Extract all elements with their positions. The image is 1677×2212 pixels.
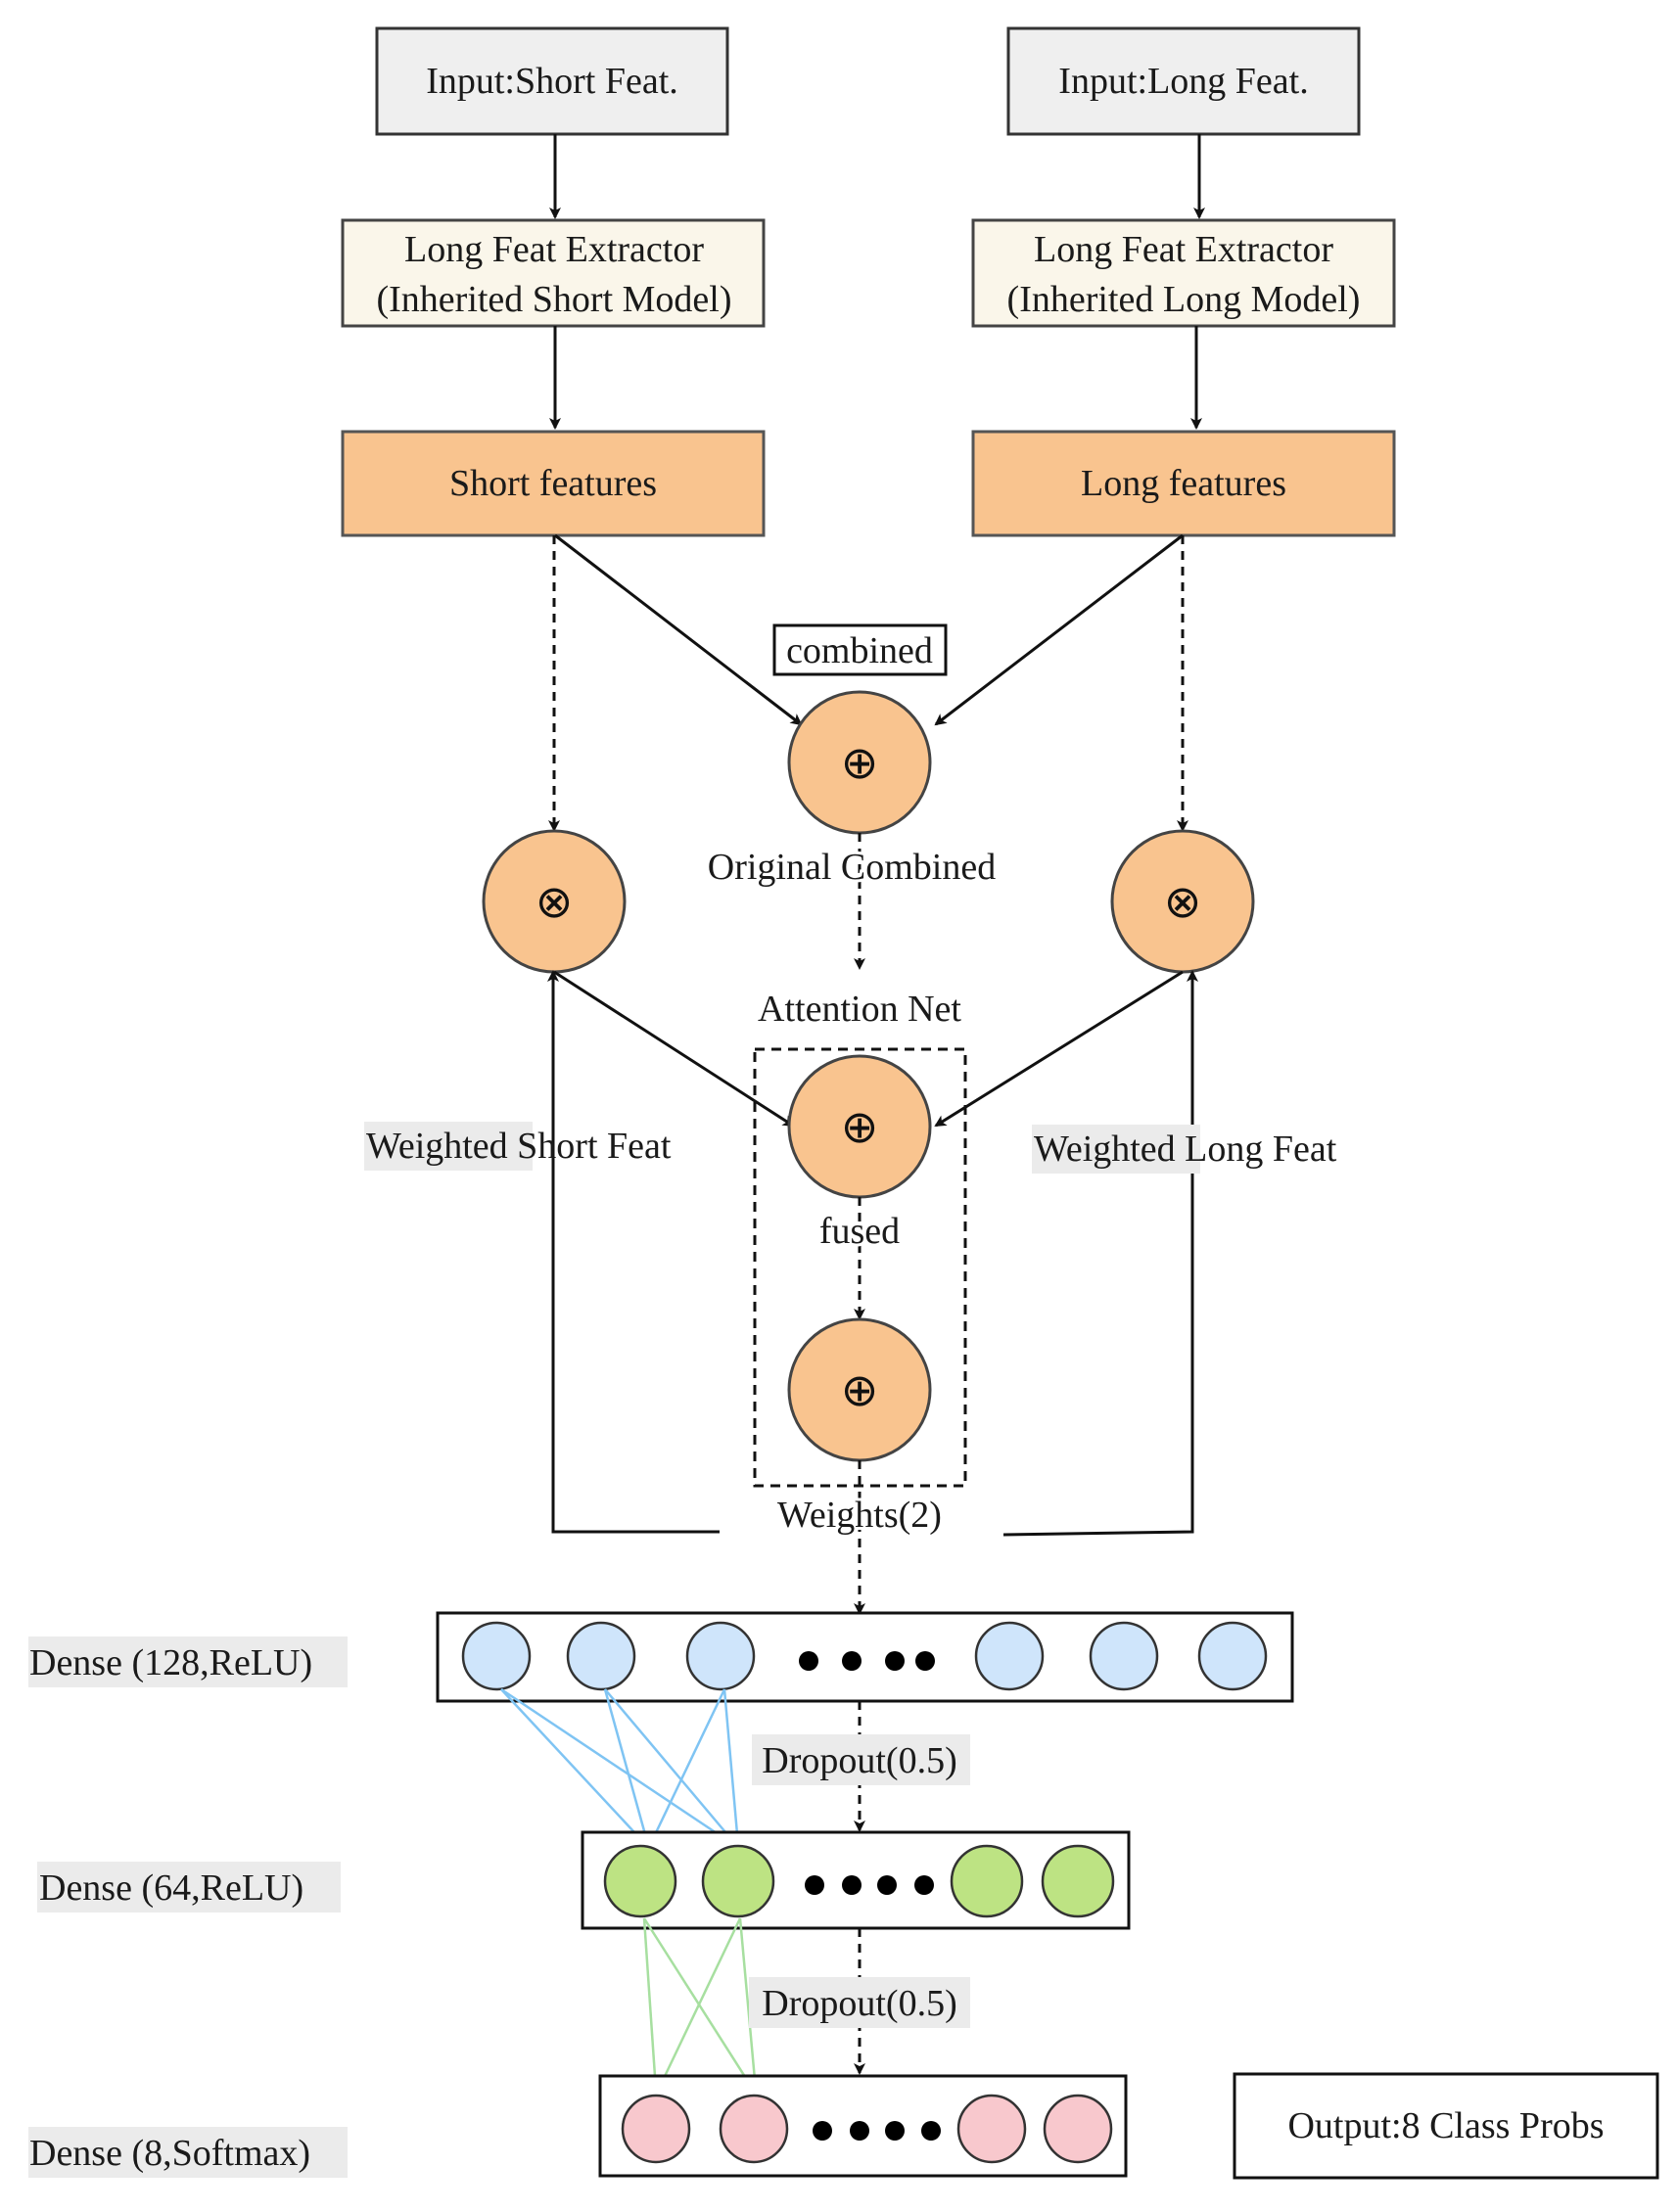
dense1-node (1197, 1621, 1268, 1691)
fused-add-node: ⊕ (787, 1054, 932, 1199)
dropout1-label: Dropout(0.5) (762, 1740, 956, 1781)
fused-label: fused (819, 1211, 900, 1252)
dense1-ellipsis (799, 1651, 935, 1671)
dense2-ellipsis (805, 1875, 934, 1895)
combined-tag: combined (772, 623, 948, 676)
dense2-node (1041, 1844, 1115, 1918)
weighted-long-label: Weighted Long Feat (1034, 1129, 1337, 1170)
dense3-node (621, 2094, 691, 2164)
weights-label: Weights(2) (777, 1495, 942, 1536)
combined-tag-label: combined (786, 630, 933, 671)
add-icon: ⊕ (841, 736, 879, 789)
dense2-node (603, 1844, 677, 1918)
original-combined-label: Original Combined (708, 847, 996, 888)
long-features-label: Long features (1081, 463, 1286, 504)
multiply-icon: ⊗ (536, 875, 574, 928)
output-box: Output:8 Class Probs (1233, 2072, 1659, 2180)
dense2-node (950, 1844, 1024, 1918)
dense2-label: Dense (64,ReLU) (39, 1867, 303, 1909)
extractor-short-box: Long Feat Extractor (Inherited Short Mod… (341, 218, 766, 328)
dense1-node (1089, 1621, 1159, 1691)
dense1-node (685, 1621, 756, 1691)
weights-add-node: ⊕ (787, 1317, 932, 1462)
dense2-node (701, 1844, 775, 1918)
input-short-box: Input:Short Feat. (375, 26, 729, 136)
dense1-node (566, 1621, 636, 1691)
extractor-long-box: Long Feat Extractor (Inherited Long Mode… (971, 218, 1396, 328)
extractor-short-line1: Long Feat Extractor (404, 229, 704, 270)
long-multiply-node: ⊗ (1110, 829, 1255, 974)
weighted-short-label: Weighted Short Feat (366, 1126, 672, 1167)
short-multiply-node: ⊗ (482, 829, 627, 974)
dense3-ellipsis (813, 2121, 941, 2141)
dense1-node (461, 1621, 532, 1691)
attention-net-box (753, 1047, 967, 1488)
long-features-box: Long features (971, 430, 1396, 537)
dense3-label: Dense (8,Softmax) (29, 2133, 310, 2174)
short-features-label: Short features (449, 463, 657, 504)
input-long-label: Input:Long Feat. (1058, 61, 1308, 102)
attention-net-title: Attention Net (758, 989, 961, 1030)
extractor-long-line2: (Inherited Long Model) (1007, 279, 1361, 320)
dense1-node (974, 1621, 1045, 1691)
extractor-short-line2: (Inherited Short Model) (376, 279, 731, 320)
dense3-node (1043, 2094, 1113, 2164)
add-icon: ⊕ (841, 1100, 879, 1153)
add-icon: ⊕ (841, 1363, 879, 1416)
dense1-label: Dense (128,ReLU) (29, 1642, 312, 1683)
dense2-to-dense3-links (642, 1917, 762, 2093)
dense3-nodes (621, 2094, 1113, 2164)
dense1-to-dense2-links (500, 1687, 744, 1847)
multiply-icon: ⊗ (1164, 875, 1202, 928)
combine-add-node: ⊕ (787, 690, 932, 835)
extractor-long-line1: Long Feat Extractor (1034, 229, 1333, 270)
dense1-nodes (461, 1621, 1268, 1691)
dense1-layer (436, 1611, 1294, 1703)
dense2-nodes (603, 1844, 1115, 1918)
short-features-box: Short features (341, 430, 766, 537)
input-short-label: Input:Short Feat. (426, 61, 678, 102)
output-label: Output:8 Class Probs (1287, 2105, 1604, 2146)
input-long-box: Input:Long Feat. (1006, 26, 1361, 136)
dropout2-label: Dropout(0.5) (762, 1983, 956, 2024)
dense3-node (719, 2094, 789, 2164)
dense3-node (956, 2094, 1027, 2164)
